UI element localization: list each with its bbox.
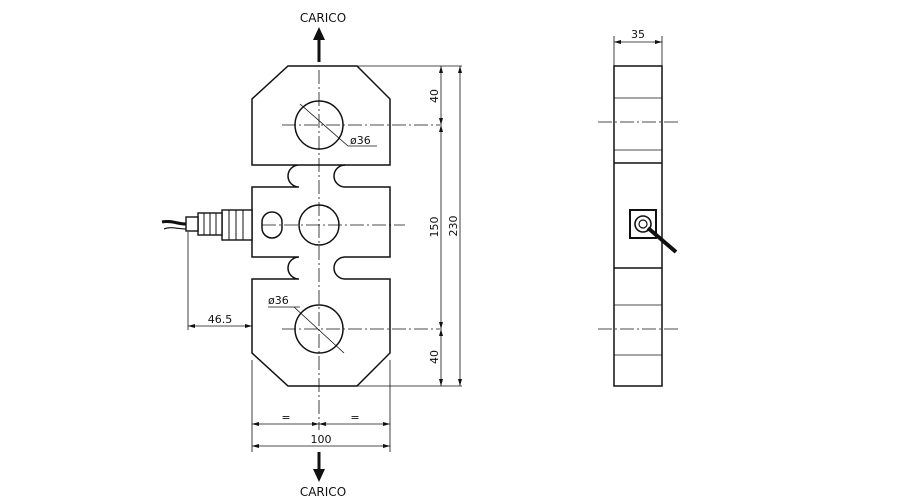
dim-bottom-to-hole: 40 xyxy=(428,350,441,364)
front-view: CARICO CARICO ø36 ø36 xyxy=(161,11,462,499)
side-body-outline xyxy=(613,65,663,387)
dim-total-height: 230 xyxy=(447,216,460,237)
load-arrow-bottom xyxy=(313,452,325,482)
dim-total-width: 100 xyxy=(311,433,332,446)
dim-connector-offset: 46.5 xyxy=(208,313,233,326)
equal-left: = xyxy=(281,411,290,424)
dim-thickness: 35 xyxy=(631,28,645,41)
diameter-leader-top xyxy=(299,103,349,147)
load-label-top: CARICO xyxy=(300,11,346,25)
cable xyxy=(161,219,187,226)
side-connector xyxy=(629,209,657,239)
load-label-bottom: CARICO xyxy=(300,485,346,499)
dim-top-to-hole: 40 xyxy=(428,89,441,103)
cable-connector xyxy=(185,209,253,241)
load-cell-body-outline xyxy=(251,65,391,387)
side-view: 35 xyxy=(598,28,678,387)
side-cable xyxy=(646,226,678,254)
load-arrow-top xyxy=(313,27,325,62)
hole-diameter-bottom: ø36 xyxy=(268,294,289,307)
hole-diameter-top: ø36 xyxy=(350,134,371,147)
equal-right: = xyxy=(350,411,359,424)
dim-between-holes: 150 xyxy=(428,217,441,238)
